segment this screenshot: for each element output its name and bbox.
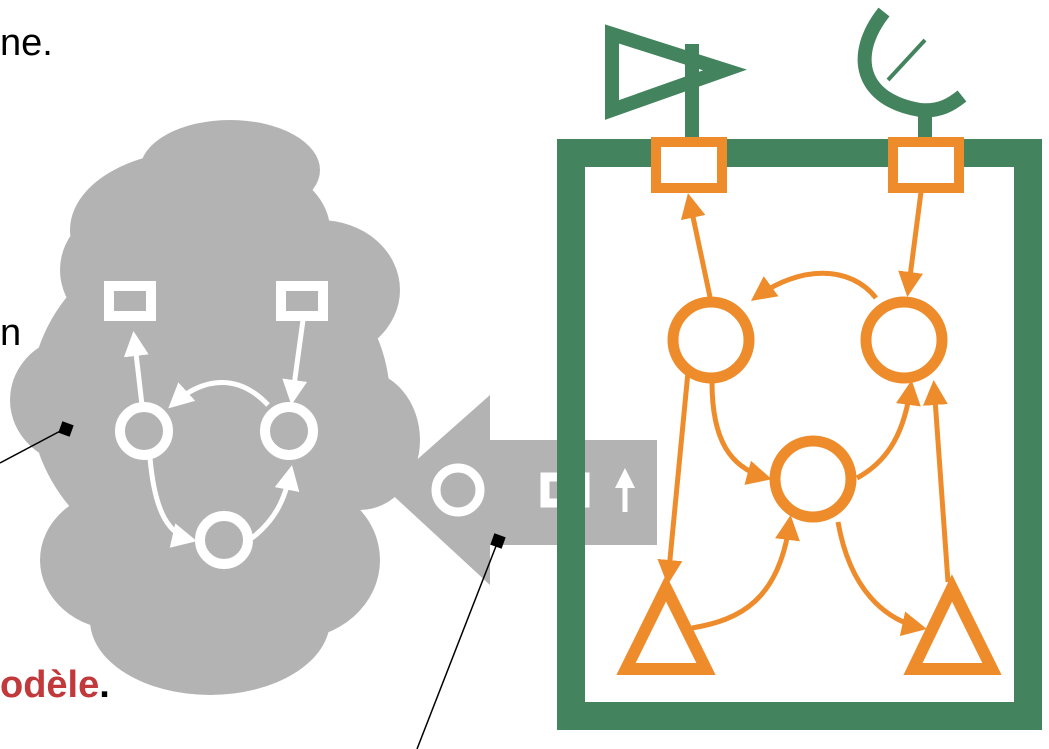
external-devices [605, 7, 967, 142]
system-interface-right [888, 137, 964, 193]
abstract-model-cloud [10, 120, 420, 695]
model-keyword: odèle [0, 664, 100, 706]
system-transition [709, 381, 772, 485]
system-interface-left [651, 137, 727, 193]
system-transition [691, 515, 800, 631]
legend-state-icon [431, 463, 485, 517]
abstract-interface-left [104, 281, 156, 321]
system-state-center [769, 435, 857, 523]
system-transition [750, 270, 878, 301]
system-transition [657, 371, 691, 585]
abstract-model-graph [104, 281, 328, 569]
system-transition [922, 380, 951, 583]
system-state-right [860, 296, 948, 384]
system-terminal-right [903, 574, 1002, 675]
model-suffix: . [99, 664, 110, 706]
system-state-left [667, 296, 755, 384]
system-frame [557, 139, 1042, 730]
callout-pointers [0, 421, 506, 749]
text-fragment-bottom: odèle. [0, 664, 110, 707]
system-transition [835, 521, 927, 636]
abstract-transition [147, 457, 197, 548]
abstract-transition [123, 331, 149, 406]
abstract-transition [168, 380, 270, 409]
abstract-state-left [115, 402, 173, 460]
system-model-graph [616, 137, 1002, 675]
abstract-state-bottom [195, 511, 253, 569]
dish-receiver-icon [857, 7, 967, 118]
triangle-emitter-icon [605, 24, 747, 120]
extraction-arrow [385, 395, 657, 585]
system-terminal-left [616, 574, 716, 675]
text-fragment-middle: n [0, 312, 22, 354]
abstract-interface-right [276, 281, 328, 321]
text-fragment-top: ne. [0, 22, 53, 64]
abstract-transition [282, 319, 308, 405]
abstract-transition [250, 465, 300, 540]
system-transition [680, 193, 713, 298]
system-transition [898, 191, 924, 297]
system-transition [855, 380, 921, 481]
abstract-state-right [260, 402, 318, 460]
